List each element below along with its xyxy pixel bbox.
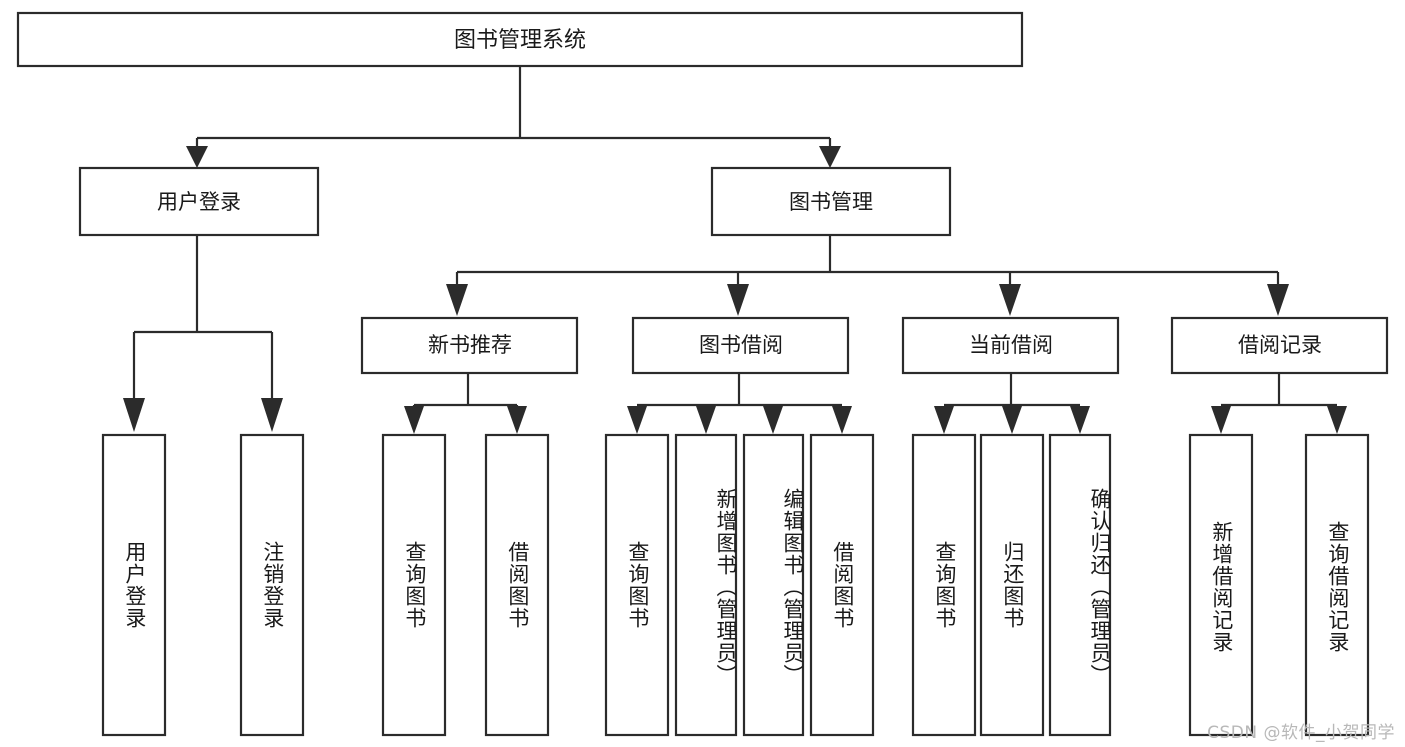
arrow-leaf-add-record [1211,406,1231,434]
node-book-borrow[interactable] [631,316,850,375]
arrow-new-book-recommend [446,284,468,316]
node-leaf-query-book-1[interactable] [381,433,447,737]
arrow-leaf-user-login [123,398,145,432]
arrow-leaf-confirm-return [1070,406,1090,434]
node-leaf-borrow-book-2[interactable] [809,433,875,737]
node-root-book-management-system[interactable] [16,11,1024,68]
arrow-borrow-record [1267,284,1289,316]
arrow-leaf-query-book-3 [934,406,954,434]
node-leaf-query-book-3[interactable] [911,433,977,737]
node-book-manage[interactable] [710,166,952,237]
node-leaf-borrow-book-1[interactable] [484,433,550,737]
arrow-leaf-add-book [696,406,716,434]
node-leaf-return-book[interactable] [979,433,1045,737]
connector-group-new-book-recommend [404,373,527,434]
node-book-borrow-label: 图书借阅 [699,333,783,357]
arrow-leaf-query-book-2 [627,406,647,434]
node-root-label: 图书管理系统 [454,28,586,53]
arrow-book-borrow [727,284,749,316]
node-leaf-edit-book[interactable] [742,433,805,737]
connector-group-current-borrow [934,373,1090,434]
node-book-manage-label: 图书管理 [789,190,873,214]
node-leaf-user-login[interactable] [101,433,167,737]
arrow-leaf-query-record [1327,406,1347,434]
connector-group-book-manage [446,235,1289,316]
connector-group-root [186,66,841,168]
connector-group-borrow-record [1211,373,1347,434]
node-leaf-add-record[interactable] [1188,433,1254,737]
node-leaf-confirm-return[interactable] [1048,433,1112,737]
node-leaf-user-logout[interactable] [239,433,305,737]
node-leaf-query-record[interactable] [1304,433,1370,737]
node-current-borrow-label: 当前借阅 [969,333,1053,357]
node-new-book-recommend[interactable] [360,316,579,375]
arrow-book-manage [819,146,841,168]
node-new-book-recommend-label: 新书推荐 [428,333,512,357]
connector-group-book-borrow [627,373,852,434]
arrow-user-login [186,146,208,168]
connector-group-user-login [123,235,283,432]
arrow-leaf-return-book [1002,406,1022,434]
arrow-leaf-borrow-book-2 [832,406,852,434]
node-borrow-record[interactable] [1170,316,1389,375]
node-user-login[interactable] [78,166,320,237]
arrow-leaf-borrow-book-1 [507,406,527,434]
arrow-current-borrow [999,284,1021,316]
arrow-leaf-edit-book [763,406,783,434]
node-user-login-label: 用户登录 [157,190,241,214]
arrow-leaf-user-logout [261,398,283,432]
node-leaf-query-book-2[interactable] [604,433,670,737]
arrow-leaf-query-book-1 [404,406,424,434]
csdn-watermark: CSDN @软件_小贺同学 [1207,723,1395,743]
node-borrow-record-label: 借阅记录 [1238,333,1322,357]
node-leaf-add-book[interactable] [674,433,738,737]
node-current-borrow[interactable] [901,316,1120,375]
